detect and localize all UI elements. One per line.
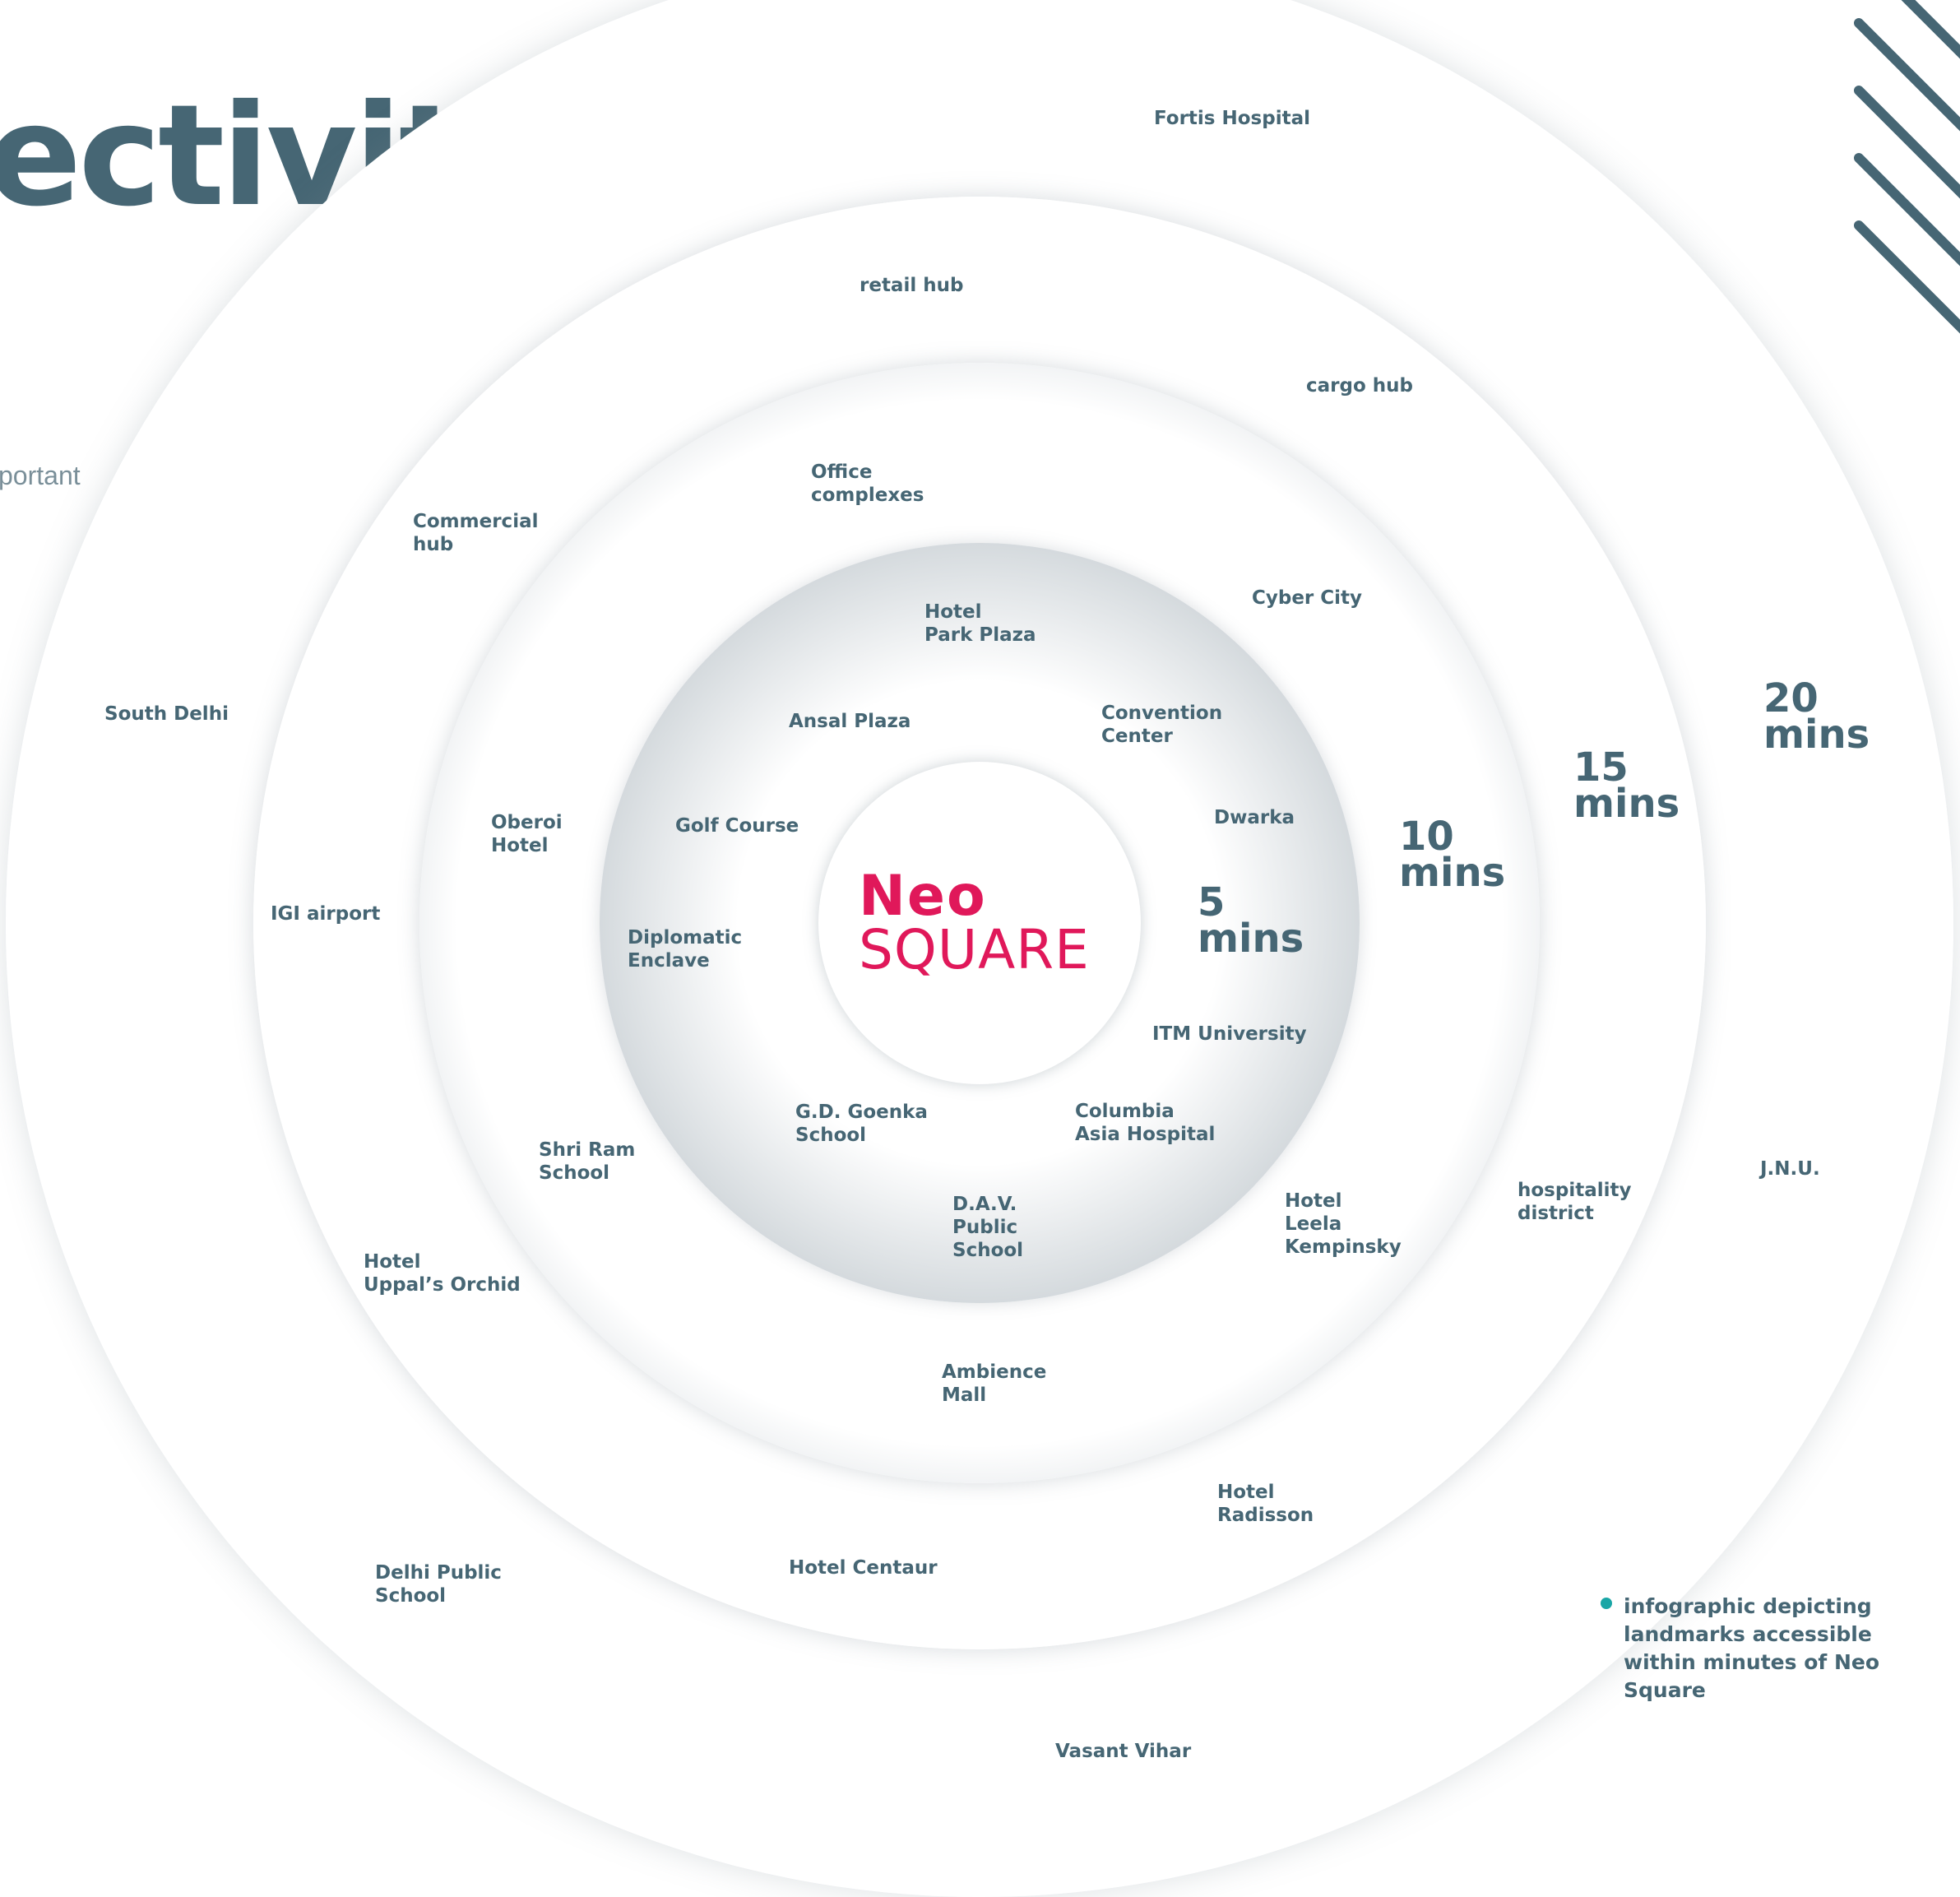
landmark-jnu: J.N.U.	[1760, 1158, 1820, 1180]
landmark-itm-university: ITM University	[1152, 1023, 1307, 1045]
landmark-dwarka: Dwarka	[1214, 807, 1295, 828]
neo-square-logo: Neo SQUARE	[859, 864, 1105, 981]
landmark-cyber-city: Cyber City	[1252, 587, 1363, 609]
logo-square: SQUARE	[859, 918, 1090, 981]
landmark-shri-ram-school: Shri Ram School	[539, 1139, 636, 1184]
landmark-gd-goenka-school: G.D. Goenka School	[795, 1102, 928, 1146]
ring-label-5-unit: mins	[1198, 916, 1304, 962]
landmark-fortis-hospital: Fortis Hospital	[1154, 108, 1310, 129]
ring-label-15: 15 mins	[1573, 744, 1680, 827]
landmark-convention-center: Convention Center	[1101, 703, 1223, 747]
landmark-columbia-asia-hospital: Columbia Asia Hospital	[1075, 1101, 1216, 1145]
ring-label-10-unit: mins	[1399, 850, 1506, 896]
landmark-hotel-park-plaza: Hotel Park Plaza	[924, 601, 1036, 646]
landmark-ambience-mall: Ambience Mall	[942, 1361, 1047, 1406]
landmark-diplomatic-enclave: Diplomatic Enclave	[628, 927, 743, 972]
caption-bullet	[1601, 1598, 1612, 1609]
logo-neo: Neo	[859, 864, 987, 929]
ring-label-5: 5 mins	[1198, 879, 1304, 962]
intro-text-fragment: portant	[0, 461, 81, 490]
landmark-golf-course: Golf Course	[675, 815, 799, 837]
decorative-stripes	[1854, 0, 1960, 334]
landmark-hospitality-district: hospitality district	[1517, 1180, 1632, 1224]
landmark-vasant-vihar: Vasant Vihar	[1055, 1741, 1192, 1762]
landmark-retail-hub: retail hub	[860, 275, 964, 296]
caption-text: infographic depicting landmarks accessib…	[1601, 1593, 1946, 1705]
center-core	[818, 762, 1141, 1084]
landmark-oberoi-hotel: Oberoi Hotel	[491, 812, 563, 856]
landmark-hotel-radisson: Hotel Radisson	[1217, 1482, 1314, 1526]
landmark-igi-airport: IGI airport	[271, 903, 381, 925]
landmark-office-complexes: Office complexes	[811, 461, 924, 506]
landmark-dav-public-school: D.A.V. Public School	[952, 1194, 1024, 1261]
ring-label-20-unit: mins	[1763, 712, 1870, 758]
ring-label-15-unit: mins	[1573, 781, 1680, 827]
ring-label-10: 10 mins	[1399, 814, 1506, 896]
landmark-commercial-hub: Commercial hub	[413, 511, 539, 555]
ring-label-10-number: 10	[1399, 814, 1454, 860]
ring-label-20-number: 20	[1763, 675, 1819, 721]
ring-label-5-number: 5	[1198, 879, 1226, 925]
landmark-cargo-hub: cargo hub	[1306, 375, 1413, 397]
landmark-hotel-uppals-orchid: Hotel Uppal’s Orchid	[364, 1251, 521, 1296]
landmark-delhi-public-school: Delhi Public School	[375, 1562, 502, 1607]
caption-content: infographic depicting landmarks accessib…	[1624, 1594, 1879, 1702]
ring-label-15-number: 15	[1573, 744, 1629, 791]
landmark-south-delhi: South Delhi	[104, 703, 229, 725]
landmark-hotel-centaur: Hotel Centaur	[789, 1557, 938, 1579]
ring-label-20: 20 mins	[1763, 675, 1870, 758]
landmark-hotel-leela-kempinsky: Hotel Leela Kempinsky	[1285, 1190, 1402, 1258]
landmark-ansal-plaza: Ansal Plaza	[789, 711, 911, 732]
